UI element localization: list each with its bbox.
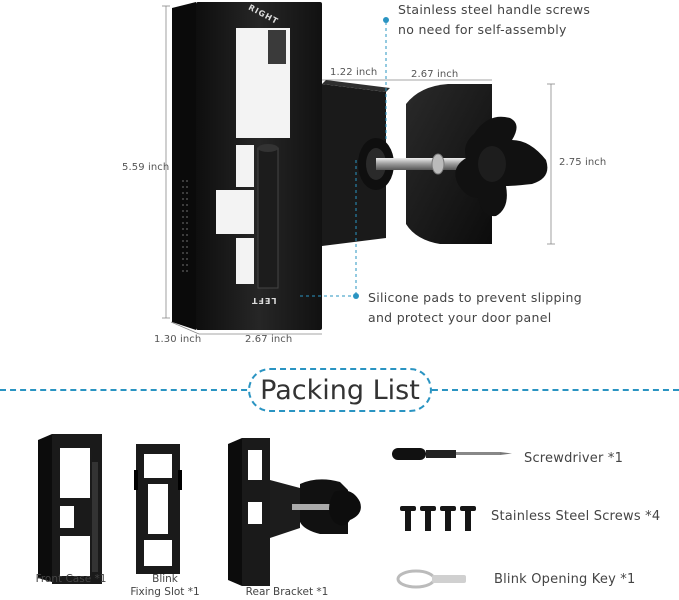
acc-screws-label: Stainless Steel Screws *4 [491,509,661,524]
item-front-case-label: Front Case *1 [35,573,107,585]
fixing-slot-drawing [134,444,182,574]
rear-bracket-drawing [228,438,361,586]
item-rear-bracket-label: Rear Bracket *1 [245,586,329,598]
dim-plate-width-label: 2.67 inch [411,69,459,80]
vent-holes [182,180,188,272]
packing-items-illustration [38,434,512,589]
callout-lines [300,17,389,299]
packing-list-title: Packing List [248,368,432,412]
callout-handle-screws: Stainless steel handle screws no need fo… [398,2,591,37]
dim-depth-label: 1.30 inch [154,334,202,345]
opening-key-drawing [396,569,466,589]
screwdriver-drawing [392,448,512,460]
dim-height-label: 5.59 inch [122,162,170,173]
acc-screwdriver-label: Screwdriver *1 [524,451,624,466]
mount-illustration [162,2,555,335]
dim-width-label: 2.67 inch [245,334,293,345]
item-fixing-slot-label: Blink Fixing Slot *1 [130,573,200,598]
dimension-lines [162,5,555,335]
screws-drawing [400,506,476,531]
dim-arm-label: 1.22 inch [330,67,378,78]
callout-silicone-pads: Silicone pads to prevent slipping and pr… [368,290,582,325]
acc-key-label: Blink Opening Key *1 [494,572,636,587]
dim-plate-height-label: 2.75 inch [559,157,607,168]
front-case-drawing [38,434,102,584]
